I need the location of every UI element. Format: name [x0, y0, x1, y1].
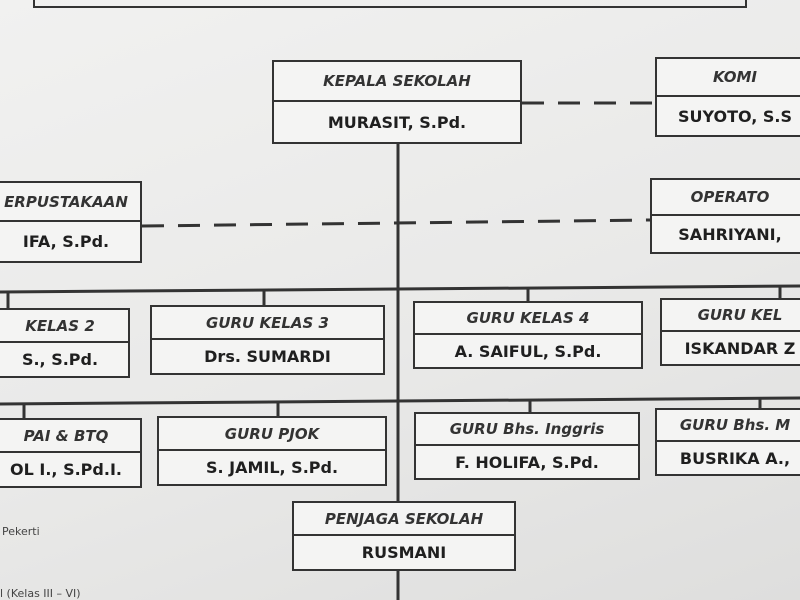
node-role: PENJAGA SEKOLAH — [294, 503, 514, 536]
node-role: KOMI — [657, 59, 800, 97]
node-name: A. SAIFUL, S.Pd. — [454, 341, 602, 361]
node-role: KEPALA SEKOLAH — [274, 62, 520, 102]
node-role: GURU KELAS 4 — [415, 303, 641, 335]
node-name: F. HOLIFA, S.Pd. — [455, 452, 599, 472]
node-kelas-4: GURU KELAS 4 A. SAIFUL, S.Pd. — [413, 301, 643, 369]
node-role: GURU Bhs. Inggris — [416, 414, 638, 446]
node-name: S. JAMIL, S.Pd. — [205, 458, 339, 477]
node-kelas-3: GURU KELAS 3 Drs. SUMARDI — [150, 305, 385, 375]
node-name: Drs. SUMARDI — [204, 347, 331, 366]
node-name: SUYOTO, S.S — [677, 106, 793, 126]
node-operator: OPERATO SAHRIYANI, — [650, 178, 800, 254]
node-kelas-2: KELAS 2 S., S.Pd. — [0, 308, 130, 378]
node-kelas-5: GURU KEL ISKANDAR Z — [660, 298, 800, 366]
node-role: GURU PJOK — [159, 418, 385, 451]
node-penjaga-sekolah: PENJAGA SEKOLAH RUSMANI — [292, 501, 516, 571]
node-pai-btq: PAI & BTQ OL I., S.Pd.I. — [0, 418, 142, 488]
node-role: OPERATO — [652, 180, 800, 216]
footnote-pekerti: Pekerti — [2, 525, 40, 538]
node-perpustakaan: ERPUSTAKAAN IFA, S.Pd. — [0, 181, 142, 263]
node-name: SAHRIYANI, — [678, 224, 782, 244]
node-role: GURU KEL — [662, 300, 800, 332]
node-name: RUSMANI — [361, 543, 447, 562]
node-bhs-inggris: GURU Bhs. Inggris F. HOLIFA, S.Pd. — [414, 412, 640, 480]
footnote-kelas: l (Kelas III – VI) — [0, 587, 81, 600]
node-name: IFA, S.Pd. — [22, 232, 110, 251]
node-name: OL I., S.Pd.I. — [10, 460, 122, 479]
node-name: MURASIT, S.Pd. — [327, 112, 467, 132]
node-kepala-sekolah: KEPALA SEKOLAH MURASIT, S.Pd. — [272, 60, 522, 144]
node-role: ERPUSTAKAAN — [0, 183, 140, 222]
node-role: PAI & BTQ — [0, 420, 140, 453]
node-bhs-madura: GURU Bhs. M BUSRIKA A., — [655, 408, 800, 476]
node-name: BUSRIKA A., — [679, 448, 791, 468]
node-role: GURU Bhs. M — [657, 410, 800, 442]
node-name: S., S.Pd. — [21, 350, 99, 369]
node-komite: KOMI SUYOTO, S.S — [655, 57, 800, 137]
node-role: GURU KELAS 3 — [152, 307, 383, 340]
node-role: KELAS 2 — [0, 310, 128, 343]
node-pjok: GURU PJOK S. JAMIL, S.Pd. — [157, 416, 387, 486]
node-name: ISKANDAR Z — [684, 338, 796, 358]
